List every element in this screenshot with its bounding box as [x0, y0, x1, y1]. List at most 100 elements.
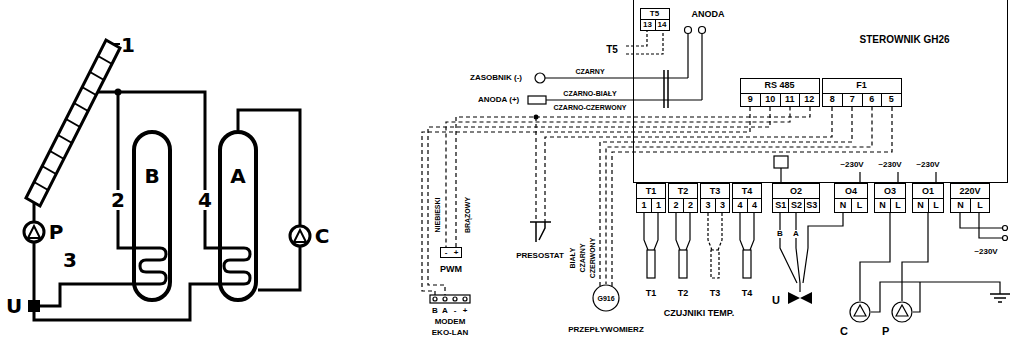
- return-pipe: [40, 284, 138, 306]
- terminal-header: RS 485: [764, 81, 794, 90]
- pump-symbol: [28, 226, 40, 238]
- terminal-number: 2: [688, 201, 693, 210]
- terminal-number: 7: [850, 95, 855, 104]
- terminal-block: O4NL: [834, 183, 868, 213]
- modem-connector: [430, 295, 470, 303]
- terminal-block: RS 485 9 10 11 12: [740, 78, 820, 107]
- wire-color: CZARNY: [575, 68, 604, 75]
- terminal-number: N: [879, 201, 886, 210]
- terminal-header: T2: [678, 187, 689, 196]
- pump-triangle: [854, 305, 866, 316]
- terminal-number: 11: [785, 95, 795, 104]
- signal-wire: [612, 107, 892, 286]
- terminal-cell: 12: [799, 94, 819, 106]
- terminal-header-cell: T3: [701, 184, 729, 199]
- terminal-cell: L: [928, 199, 943, 212]
- terminal-number: 12: [804, 95, 814, 104]
- pump-symbol: [290, 226, 310, 246]
- ground-wire: [871, 282, 1000, 312]
- terminal-number: 6: [869, 95, 874, 104]
- terminal-cell: 8: [823, 94, 843, 106]
- sensor-name: T3: [710, 289, 721, 298]
- pin-name: A: [791, 230, 801, 238]
- wire-end-name: ZASOBNIK (-): [470, 74, 522, 82]
- terminal-number: 3: [720, 201, 725, 210]
- sensor-name: T5: [606, 45, 618, 55]
- sensor-wire: [708, 213, 722, 250]
- valve-letter: U: [772, 295, 780, 306]
- pin-name: A: [442, 307, 448, 315]
- pump-circle: [892, 302, 912, 322]
- wire-color: CZARNY: [579, 243, 586, 272]
- terminal-cell: 2: [669, 199, 683, 212]
- terminal-header: O4: [845, 187, 857, 196]
- anode-terminal: [685, 27, 692, 34]
- terminal-number: 2: [673, 201, 678, 210]
- ground-symbol: [990, 294, 1010, 302]
- terminal-number: 10: [765, 95, 775, 104]
- wire-connector: [902, 213, 928, 301]
- device-name: PRESOSTAT: [516, 252, 564, 260]
- terminal-cell: S1: [773, 199, 788, 212]
- anode-rod: [528, 96, 546, 104]
- terminal-number: L: [977, 201, 983, 210]
- terminal-header-cell: O3: [875, 184, 905, 199]
- terminal-cell: 6: [862, 94, 882, 106]
- terminal-header: T5: [650, 10, 659, 18]
- terminal-block: O2S1S2S3: [772, 183, 820, 213]
- terminal-cell: 4: [747, 199, 761, 212]
- terminal-number: 13: [643, 21, 652, 29]
- terminal-number: 9: [748, 95, 753, 104]
- terminal-cell: 10: [760, 94, 780, 106]
- return-pipe: [34, 284, 222, 320]
- supply-pipe: [98, 92, 222, 248]
- pipe-junction: [115, 89, 122, 96]
- terminal-number: L: [933, 201, 939, 210]
- pump-symbol: [24, 222, 44, 242]
- valve-symbol: [788, 292, 812, 304]
- circulation-pipe: [238, 110, 300, 290]
- terminal-number: S3: [806, 201, 817, 210]
- wire-color: CZARNO-BIAŁY: [563, 90, 616, 97]
- terminal-block: 220VNL: [950, 183, 990, 213]
- terminal-number: N: [917, 201, 924, 210]
- wire-color: BIAŁY: [569, 248, 576, 269]
- terminal-header-cell: RS 485: [741, 79, 819, 94]
- terminal-number: L: [857, 201, 863, 210]
- device-name: EKO-LAN: [432, 329, 468, 337]
- pump-letter: P: [882, 326, 889, 337]
- terminal-cell: N: [913, 199, 928, 212]
- voltage-label: ~230V: [878, 161, 901, 169]
- pin-cell: -: [441, 248, 451, 257]
- terminal-header-cell: T4: [733, 184, 761, 199]
- terminal-number: 4: [737, 201, 742, 210]
- terminal-block: F1 87 6 5: [822, 78, 902, 107]
- sensor-wire: [740, 213, 754, 250]
- terminal-number: 5: [889, 95, 894, 104]
- sensor-name: T2: [678, 289, 689, 298]
- sensor-wire: [644, 213, 658, 250]
- leader-line: [113, 43, 120, 45]
- supply-terminal: [1003, 226, 1008, 231]
- solar-collector: [26, 40, 120, 206]
- wire-connector: [860, 213, 890, 301]
- terminal-number: 4: [752, 201, 757, 210]
- pump-letter: P: [49, 222, 64, 242]
- pump-outline: [849, 301, 871, 323]
- pin-cell: +: [451, 248, 461, 257]
- valve-wire: [780, 213, 843, 292]
- terminal-cell: 5: [881, 94, 901, 106]
- tank-terminal: [535, 73, 545, 83]
- terminal-block: T333: [700, 183, 730, 213]
- terminal-header-cell: T1: [637, 184, 665, 199]
- temperature-probe: [711, 250, 719, 278]
- anode-wire: [545, 34, 702, 101]
- flow-meter-inner: G916: [592, 284, 620, 312]
- modem-pin: [433, 297, 437, 301]
- temperature-probe: [679, 250, 687, 278]
- terminal-header: F1: [856, 81, 867, 90]
- terminal-cell: 9: [741, 94, 761, 106]
- tank-letter: B: [144, 166, 159, 186]
- terminal-header-cell: O2: [773, 184, 819, 199]
- pin-name: +: [463, 307, 468, 315]
